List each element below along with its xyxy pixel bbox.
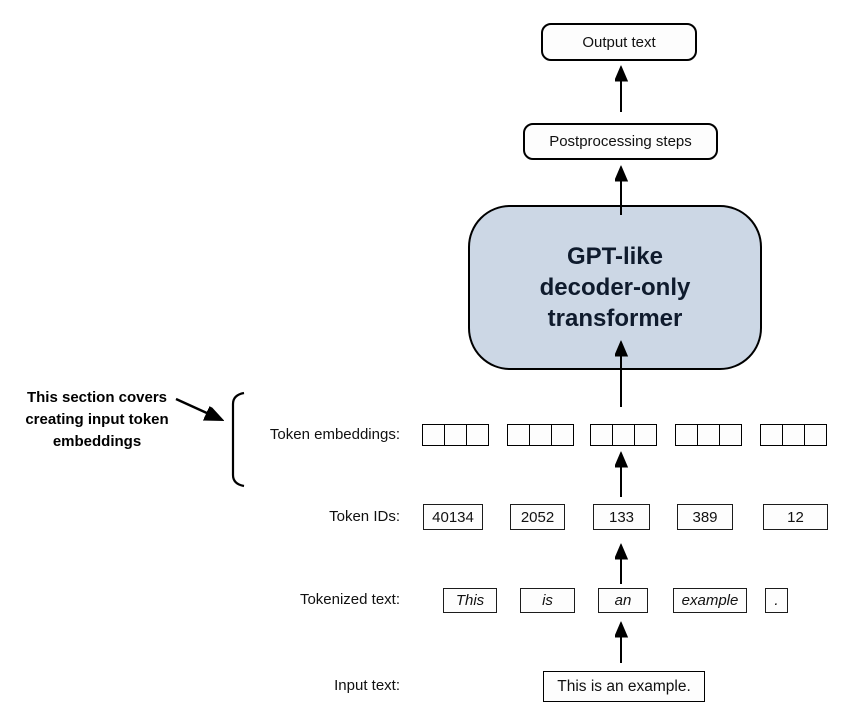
token-box: is: [520, 588, 575, 613]
token-box: This: [443, 588, 497, 613]
embedding-group-2: [507, 424, 575, 446]
embedding-cell: [611, 424, 636, 446]
section-annotation: This section covers creating input token…: [12, 387, 182, 453]
token-embeddings-label: Token embeddings:: [269, 426, 400, 443]
arrow-annotation-to-bracket: [175, 397, 220, 419]
input-text-box: This is an example.: [543, 671, 705, 702]
embedding-cell: [590, 424, 614, 446]
token-box: an: [598, 588, 648, 613]
transformer-line-3: transformer: [547, 305, 683, 332]
annotation-line-1: This section covers: [26, 389, 168, 406]
embedding-cell: [803, 424, 828, 446]
embedding-cell: [633, 424, 658, 446]
tokenized-text-label: Tokenized text:: [299, 591, 400, 608]
postprocessing-label: Postprocessing steps: [549, 133, 692, 150]
embedding-cell: [422, 424, 446, 446]
transformer-line-2: decoder-only: [539, 274, 691, 301]
transformer-line-1: GPT-like: [566, 243, 664, 270]
input-text-value: This is an example.: [557, 677, 691, 695]
embedding-cell: [465, 424, 490, 446]
token-ids-label: Token IDs:: [329, 508, 400, 525]
embedding-group-4: [675, 424, 743, 446]
embedding-cell: [675, 424, 699, 446]
token-id-box: 40134: [423, 504, 483, 530]
transformer-box: GPT-like decoder-only transformer: [468, 205, 762, 370]
token-id-box: 133: [593, 504, 650, 530]
embedding-group-5: [760, 424, 828, 446]
embedding-cell: [507, 424, 531, 446]
embedding-cell: [696, 424, 721, 446]
embedding-cell: [528, 424, 553, 446]
embedding-cell: [718, 424, 743, 446]
token-id-box: 12: [763, 504, 828, 530]
embedding-group-1: [422, 424, 490, 446]
postprocessing-box: Postprocessing steps: [523, 123, 718, 160]
annotation-line-2: creating input token: [25, 411, 169, 428]
output-text-label: Output text: [582, 33, 656, 51]
embedding-cell: [443, 424, 468, 446]
token-box: .: [765, 588, 788, 613]
token-id-box: 389: [677, 504, 733, 530]
input-text-label: Input text:: [334, 677, 400, 694]
embedding-cell: [550, 424, 575, 446]
annotation-line-3: embeddings: [52, 433, 142, 450]
embedding-group-3: [590, 424, 658, 446]
embedding-cell: [760, 424, 784, 446]
output-text-box: Output text: [541, 23, 697, 61]
token-box: example: [673, 588, 747, 613]
embedding-cell: [781, 424, 806, 446]
token-id-box: 2052: [510, 504, 565, 530]
